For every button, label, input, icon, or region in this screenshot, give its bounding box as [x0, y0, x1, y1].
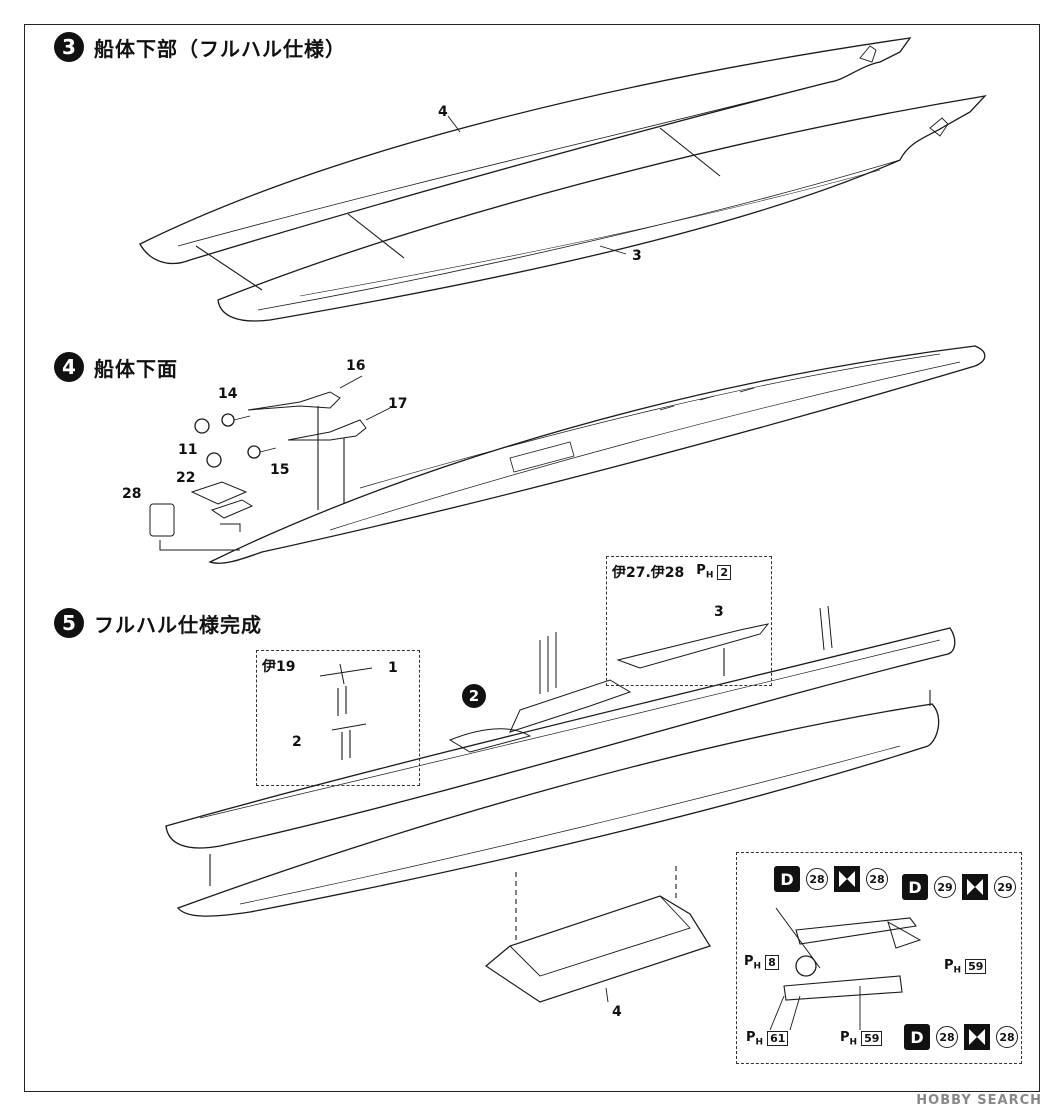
watermark: HOBBY SEARCH — [916, 1093, 1042, 1108]
ph-photoetch-icon: PH — [746, 1030, 764, 1048]
decal-pair-top-right: D 29 29 — [902, 874, 1016, 900]
part-label-4: 4 — [438, 104, 448, 120]
step-5-number: 5 — [54, 608, 84, 638]
ph-label-59-top: PH 59 — [944, 958, 987, 976]
step-3-header: 3 船体下部（フルハル仕様） — [54, 32, 346, 62]
decal-pair-top-left: D 28 28 — [774, 866, 888, 892]
ph-photoetch-icon: PH — [696, 563, 714, 581]
decal-number: 29 — [994, 876, 1016, 898]
part-label-11: 11 — [178, 442, 198, 458]
display-stand — [484, 895, 711, 1003]
ph-photoetch-icon: PH — [944, 958, 962, 976]
step-5-title: フルハル仕様完成 — [94, 612, 262, 637]
sub-assembled-bottom — [176, 703, 940, 917]
step-4-title: 船体下面 — [94, 356, 178, 381]
callout-i19-label: 伊19 — [262, 659, 296, 675]
part-label-22: 22 — [176, 470, 196, 486]
decal-number: 29 — [934, 876, 956, 898]
step-3-number: 3 — [54, 32, 84, 62]
step-5-header: 5 フルハル仕様完成 — [54, 608, 262, 638]
hull-upper-part-4 — [139, 37, 912, 265]
decal-d-icon: D — [902, 874, 928, 900]
part-label-2: 2 — [292, 734, 302, 750]
part-label-3-boat: 3 — [714, 604, 724, 620]
ph-label-61: PH 61 — [746, 1030, 789, 1048]
decal-pair-bottom: D 28 28 — [904, 1024, 1018, 1050]
part-label-17: 17 — [388, 396, 408, 412]
step-3-title: 船体下部（フルハル仕様） — [94, 36, 346, 61]
part-label-28: 28 — [122, 486, 142, 502]
hull-bottom — [208, 345, 986, 564]
ph-photoetch-icon: PH — [840, 1030, 858, 1048]
decal-callout — [736, 852, 1022, 1064]
decal-hinomaru-cross-icon — [962, 874, 988, 900]
decal-hinomaru-cross-icon — [964, 1024, 990, 1050]
ph-part-2: 2 — [717, 564, 732, 580]
decal-number: 28 — [866, 868, 888, 890]
part-label-3: 3 — [632, 248, 642, 264]
decal-number: 28 — [996, 1026, 1018, 1048]
part-label-15: 15 — [270, 462, 290, 478]
part-label-14: 14 — [218, 386, 238, 402]
decal-hinomaru-cross-icon — [834, 866, 860, 892]
decal-d-icon: D — [904, 1024, 930, 1050]
part-label-16: 16 — [346, 358, 366, 374]
decal-d-icon: D — [774, 866, 800, 892]
callout-i27-i28-label: 伊27.伊28 — [612, 565, 685, 581]
step-4-header: 4 船体下面 — [54, 352, 178, 382]
hull-lower-part-3 — [217, 95, 987, 322]
step-4-number: 4 — [54, 352, 84, 382]
callout-i27-i28-header: 伊27.伊28 PH 2 — [612, 562, 732, 582]
ph-label-8: PH 8 — [744, 954, 779, 972]
step-2-reference-marker: 2 — [462, 684, 486, 708]
sub-assembled-top — [165, 627, 956, 849]
decal-number: 28 — [936, 1026, 958, 1048]
decal-number: 28 — [806, 868, 828, 890]
page-frame — [24, 24, 1040, 1092]
callout-i19 — [256, 650, 420, 786]
ph-label-59-bottom: PH 59 — [840, 1030, 883, 1048]
part-label-4-stand: 4 — [612, 1004, 622, 1020]
ph-photoetch-icon: PH — [744, 954, 762, 972]
part-label-1: 1 — [388, 660, 398, 676]
callout-i27-i28 — [606, 556, 772, 686]
